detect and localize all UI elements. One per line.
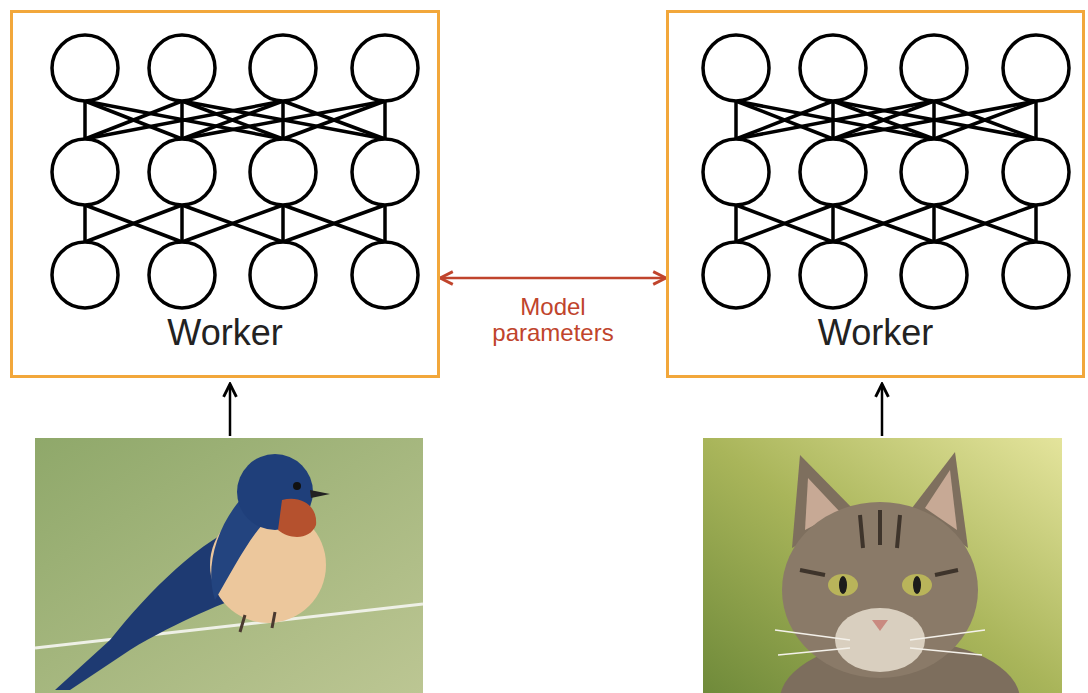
neuron: [352, 242, 418, 308]
network-link: [83, 101, 87, 139]
neuron: [250, 139, 316, 205]
bird-photo: [35, 438, 423, 693]
wire: [35, 604, 423, 648]
photo-ground: [35, 438, 423, 693]
neuron: [352, 35, 418, 101]
bird-beak: [310, 490, 330, 498]
neural-network: [52, 35, 418, 308]
cat-stripes: [800, 510, 958, 575]
neuron: [52, 139, 118, 205]
network-link: [85, 101, 283, 139]
neuron: [149, 35, 215, 101]
cat-pupil: [839, 576, 847, 594]
network-link: [182, 205, 283, 242]
neuron: [149, 139, 215, 205]
neural-network: [703, 35, 1069, 308]
network-link: [85, 101, 283, 139]
cat-nose: [872, 620, 888, 631]
network-link: [383, 205, 387, 242]
edge-label: Model parameters: [473, 294, 633, 347]
bird-eye: [293, 482, 301, 490]
bird-feet: [240, 612, 275, 632]
cat-eye: [902, 574, 932, 596]
network-link: [85, 205, 182, 242]
network-link: [283, 205, 385, 242]
network-link: [83, 205, 87, 242]
network-link: [281, 205, 285, 242]
worker-box: Worker: [666, 10, 1085, 378]
cat-whiskers: [775, 630, 985, 655]
cat-pupil: [913, 576, 921, 594]
cat-eye: [828, 574, 858, 596]
parameter-arrow: [440, 277, 666, 280]
neuron: [250, 35, 316, 101]
cat-photo: [703, 438, 1062, 693]
neuron: [250, 242, 316, 308]
network-link: [182, 101, 385, 139]
network-link: [283, 101, 385, 139]
network-link: [383, 101, 387, 139]
neuron: [149, 242, 215, 308]
network-link: [85, 205, 182, 242]
neuron: [352, 139, 418, 205]
network-link: [283, 101, 385, 139]
neuron: [52, 242, 118, 308]
worker-box: Worker: [10, 10, 440, 378]
network-link: [180, 205, 184, 242]
network-link: [85, 101, 182, 139]
network-link: [85, 101, 182, 139]
photo-ground: [703, 438, 1062, 693]
network-link: [182, 101, 283, 139]
network-link: [182, 101, 385, 139]
input-arrow: [229, 384, 232, 436]
input-arrow: [881, 384, 884, 436]
neuron: [52, 35, 118, 101]
node-label: Worker: [163, 313, 286, 353]
bird-throat: [278, 499, 316, 537]
network-link: [283, 205, 385, 242]
network-link: [182, 205, 283, 242]
node-label: Worker: [814, 313, 937, 353]
network-link: [182, 101, 283, 139]
